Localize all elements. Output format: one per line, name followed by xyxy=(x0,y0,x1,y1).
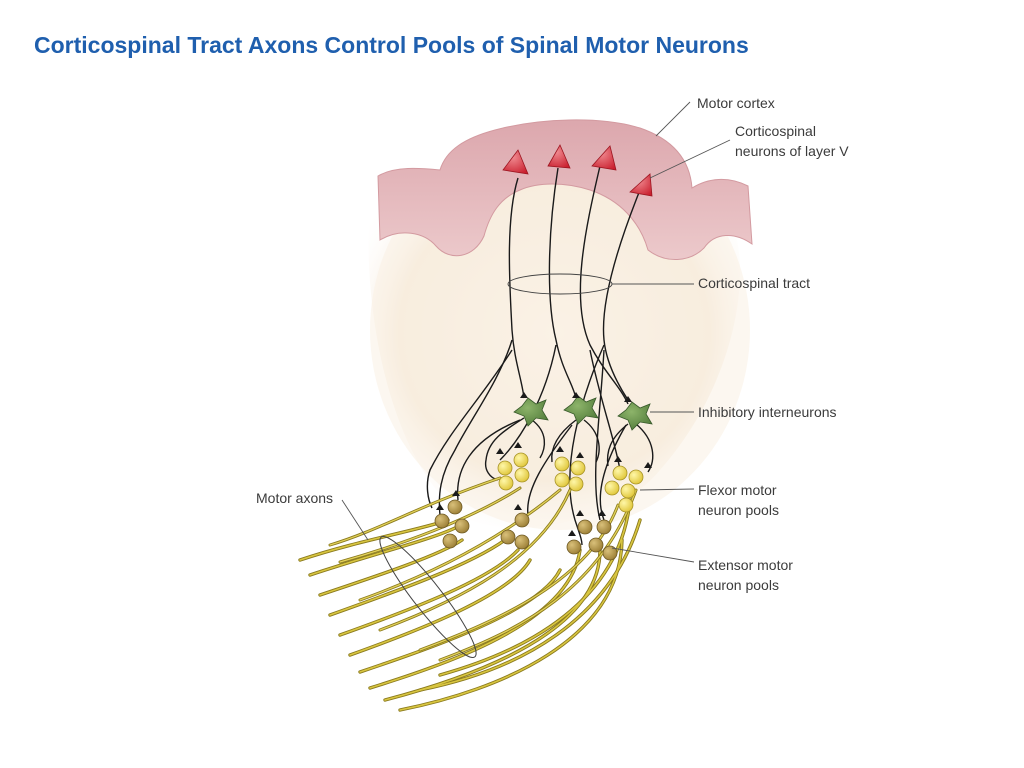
flexor-neuron xyxy=(618,497,634,513)
extensor-neuron xyxy=(454,518,470,534)
pyramidal-neuron xyxy=(502,149,529,175)
extensor-neuron xyxy=(588,537,604,553)
label-corticospinal-neurons: Corticospinal neurons of layer V xyxy=(735,123,849,159)
extensor-neuron xyxy=(514,512,530,528)
extensor-neuron xyxy=(447,499,463,515)
pyramidal-neurons xyxy=(502,144,653,197)
synaptic-terminals xyxy=(436,392,652,536)
pyramidal-neuron xyxy=(547,144,571,169)
flexor-neuron xyxy=(620,483,636,499)
extensor-neuron xyxy=(602,545,618,561)
motor-axon-bundle xyxy=(298,476,642,712)
label-motor-cortex: Motor cortex xyxy=(697,95,775,111)
label-motor-axons: Motor axons xyxy=(256,490,334,506)
interneuron xyxy=(617,401,653,431)
flexor-neuron xyxy=(513,452,529,468)
flexor-neuron xyxy=(514,467,530,483)
flexor-neuron xyxy=(497,460,513,476)
extensor-neuron xyxy=(514,534,530,550)
motor-cortex xyxy=(377,119,753,261)
extensor-neuron xyxy=(577,519,593,535)
label-flexor-pools: Flexor motor neuron pools xyxy=(698,482,779,518)
flexor-motor-neurons xyxy=(497,452,644,513)
slide-title: Corticospinal Tract Axons Control Pools … xyxy=(34,32,749,58)
label-extensor-pools: Extensor motor neuron pools xyxy=(698,557,793,593)
label-corticospinal-tract: Corticospinal tract xyxy=(698,275,811,291)
flexor-neuron xyxy=(570,460,586,476)
flexor-neuron xyxy=(604,480,620,496)
extensor-neuron xyxy=(596,519,612,535)
leader-lines xyxy=(341,101,731,563)
flexor-neuron xyxy=(628,469,644,485)
interneuron xyxy=(513,397,549,427)
flexor-neuron xyxy=(568,476,584,492)
extensor-neuron xyxy=(566,539,582,555)
flexor-neuron xyxy=(554,472,570,488)
extensor-motor-neurons xyxy=(434,499,618,561)
extensor-neuron xyxy=(434,513,450,529)
extensor-neuron xyxy=(442,533,458,549)
pyramidal-neuron xyxy=(591,145,617,171)
label-inhibitory-interneurons: Inhibitory interneurons xyxy=(698,404,837,420)
corticospinal-axons xyxy=(426,165,654,546)
pyramidal-neuron xyxy=(629,173,653,197)
extensor-neuron xyxy=(500,529,516,545)
inhibitory-interneurons xyxy=(513,395,653,431)
flexor-neuron xyxy=(612,465,628,481)
interneuron xyxy=(563,395,599,425)
flexor-neuron xyxy=(554,456,570,472)
flexor-neuron xyxy=(498,475,514,491)
motor-axons-ring xyxy=(379,535,477,659)
